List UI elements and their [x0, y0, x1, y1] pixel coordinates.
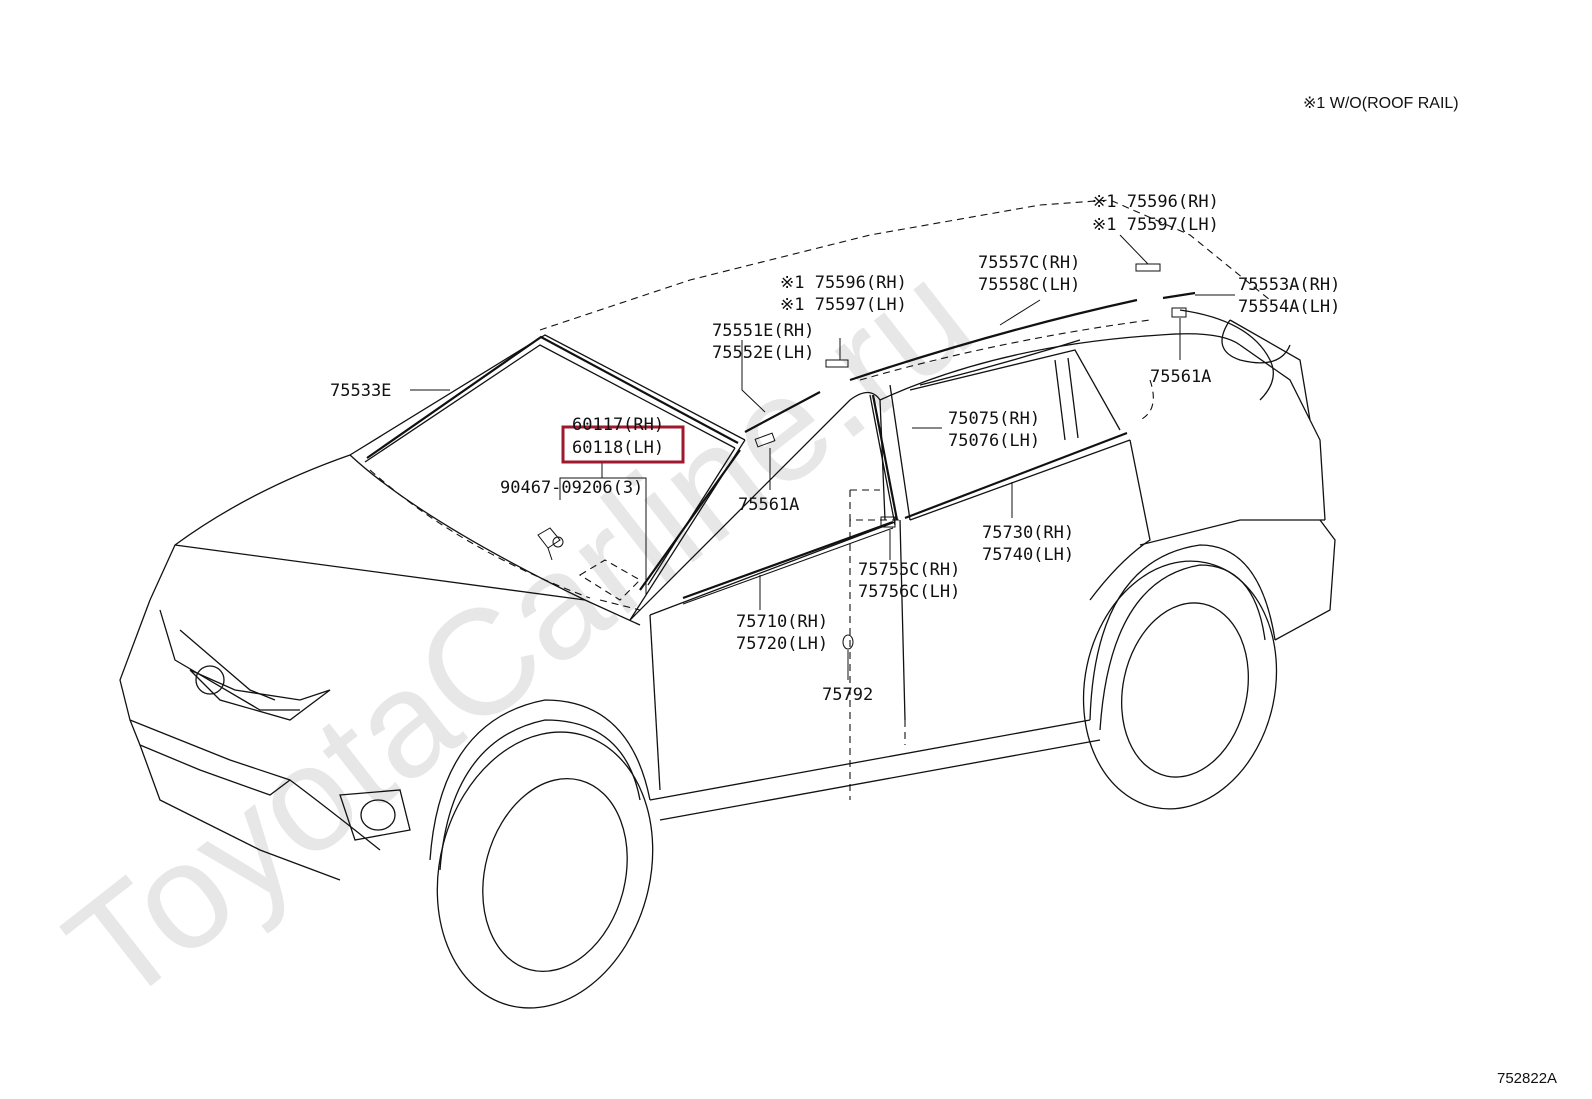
labels: ※1 W/O(ROOF RAIL) 75533E 60117(RH) 60118…	[330, 95, 1557, 1087]
note-roof-rail: ※1 W/O(ROOF RAIL)	[1303, 95, 1459, 112]
part-60118	[639, 449, 741, 591]
label-75597-rear: ※1 75597(LH)	[1092, 215, 1219, 235]
label-75756C: 75756C(LH)	[858, 582, 960, 602]
clip-90467-icon	[537, 527, 564, 561]
label-75558C: 75558C(LH)	[978, 275, 1080, 295]
label-75554A: 75554A(LH)	[1238, 297, 1340, 317]
label-75730: 75730(RH)	[982, 523, 1074, 543]
label-75075: 75075(RH)	[948, 409, 1040, 429]
part-75755C	[880, 516, 896, 528]
label-75552E: 75552E(LH)	[712, 343, 814, 363]
label-75720: 75720(LH)	[736, 634, 828, 654]
part-75561A-rear	[1171, 307, 1187, 318]
label-60117: 60117(RH)	[572, 415, 664, 435]
part-75596-rear	[1135, 263, 1161, 272]
part-75075	[871, 394, 899, 521]
label-75755C: 75755C(RH)	[858, 560, 960, 580]
label-90467: 90467-09206(3)	[500, 478, 643, 498]
label-75597-front: ※1 75597(LH)	[780, 295, 907, 315]
label-75557C: 75557C(RH)	[978, 253, 1080, 273]
part-75557C	[849, 298, 1138, 382]
label-75792: 75792	[822, 685, 873, 705]
label-60118[interactable]: 60118(LH)	[572, 438, 664, 458]
label-75740: 75740(LH)	[982, 545, 1074, 565]
part-75553A	[1162, 291, 1196, 300]
label-75710: 75710(RH)	[736, 612, 828, 632]
part-75596-front	[825, 359, 849, 368]
diagram-code: 752822A	[1497, 1070, 1557, 1087]
label-75596-front: ※1 75596(RH)	[780, 273, 907, 293]
label-75561A-rear: 75561A	[1150, 367, 1211, 387]
highlight-box	[561, 425, 685, 464]
label-75076: 75076(LH)	[948, 431, 1040, 451]
label-75596-rear: ※1 75596(RH)	[1092, 192, 1219, 212]
car-outline	[119, 199, 1336, 1009]
label-75533E: 75533E	[330, 381, 391, 401]
part-75533E	[366, 335, 739, 459]
part-75710	[682, 520, 894, 600]
parts	[366, 263, 1196, 650]
part-75792	[842, 634, 854, 650]
label-75561A-front: 75561A	[738, 495, 799, 515]
part-75561A-front	[754, 432, 776, 448]
part-75730	[904, 431, 1128, 520]
label-75551E: 75551E(RH)	[712, 321, 814, 341]
label-75553A: 75553A(RH)	[1238, 275, 1340, 295]
part-75551E	[744, 391, 821, 433]
leader-lines	[410, 234, 1235, 680]
